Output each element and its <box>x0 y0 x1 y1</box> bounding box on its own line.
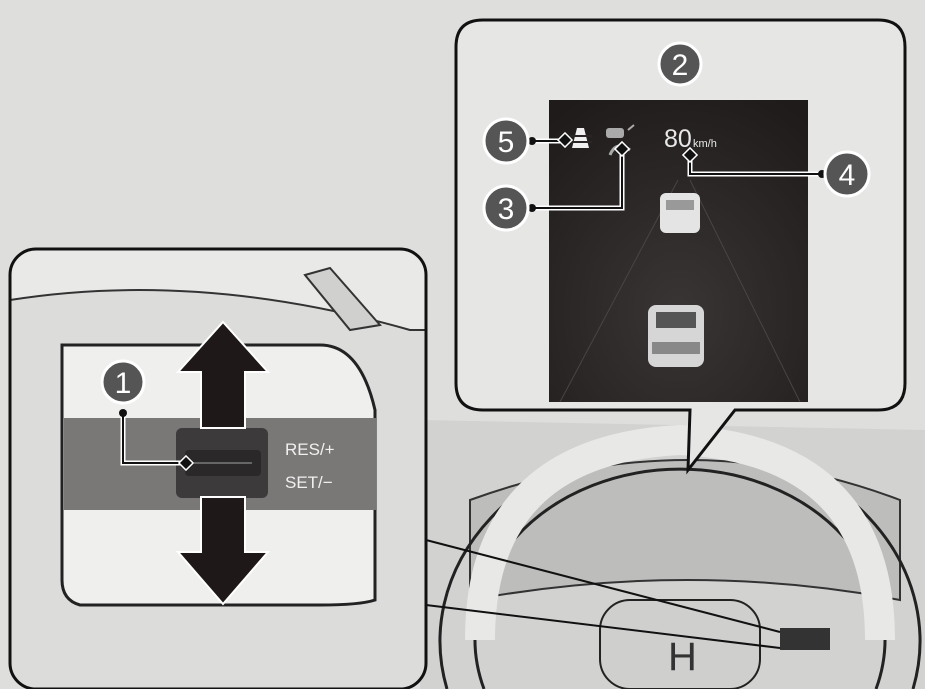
callout-2: 2 <box>657 41 703 87</box>
svg-text:1: 1 <box>115 367 132 400</box>
brand-logo: H <box>668 635 697 679</box>
set-speed-value: 80 <box>664 125 692 153</box>
callout-3: 3 <box>482 184 530 232</box>
display-callout-bubble: 80 km/h <box>454 18 907 475</box>
svg-text:2: 2 <box>672 49 689 82</box>
lane-keeping-icon <box>570 128 592 148</box>
own-vehicle-icon <box>648 305 704 367</box>
res-plus-label: RES/+ <box>285 440 335 459</box>
svg-text:5: 5 <box>498 126 515 159</box>
down-arrow-icon <box>175 496 271 606</box>
svg-text:3: 3 <box>498 193 515 226</box>
steering-switch-inset: RES/+ SET/− <box>8 247 428 689</box>
set-minus-label: SET/− <box>285 473 333 492</box>
set-speed-unit: km/h <box>693 138 717 150</box>
callout-4: 4 <box>823 150 871 198</box>
svg-text:4: 4 <box>839 159 856 192</box>
wheel-cruise-switch <box>780 628 830 650</box>
lead-vehicle-icon <box>660 193 700 233</box>
up-arrow-icon <box>175 320 271 429</box>
callout-5: 5 <box>482 117 530 165</box>
callout-1: 1 <box>100 359 146 405</box>
dashboard-background: H <box>420 420 925 689</box>
